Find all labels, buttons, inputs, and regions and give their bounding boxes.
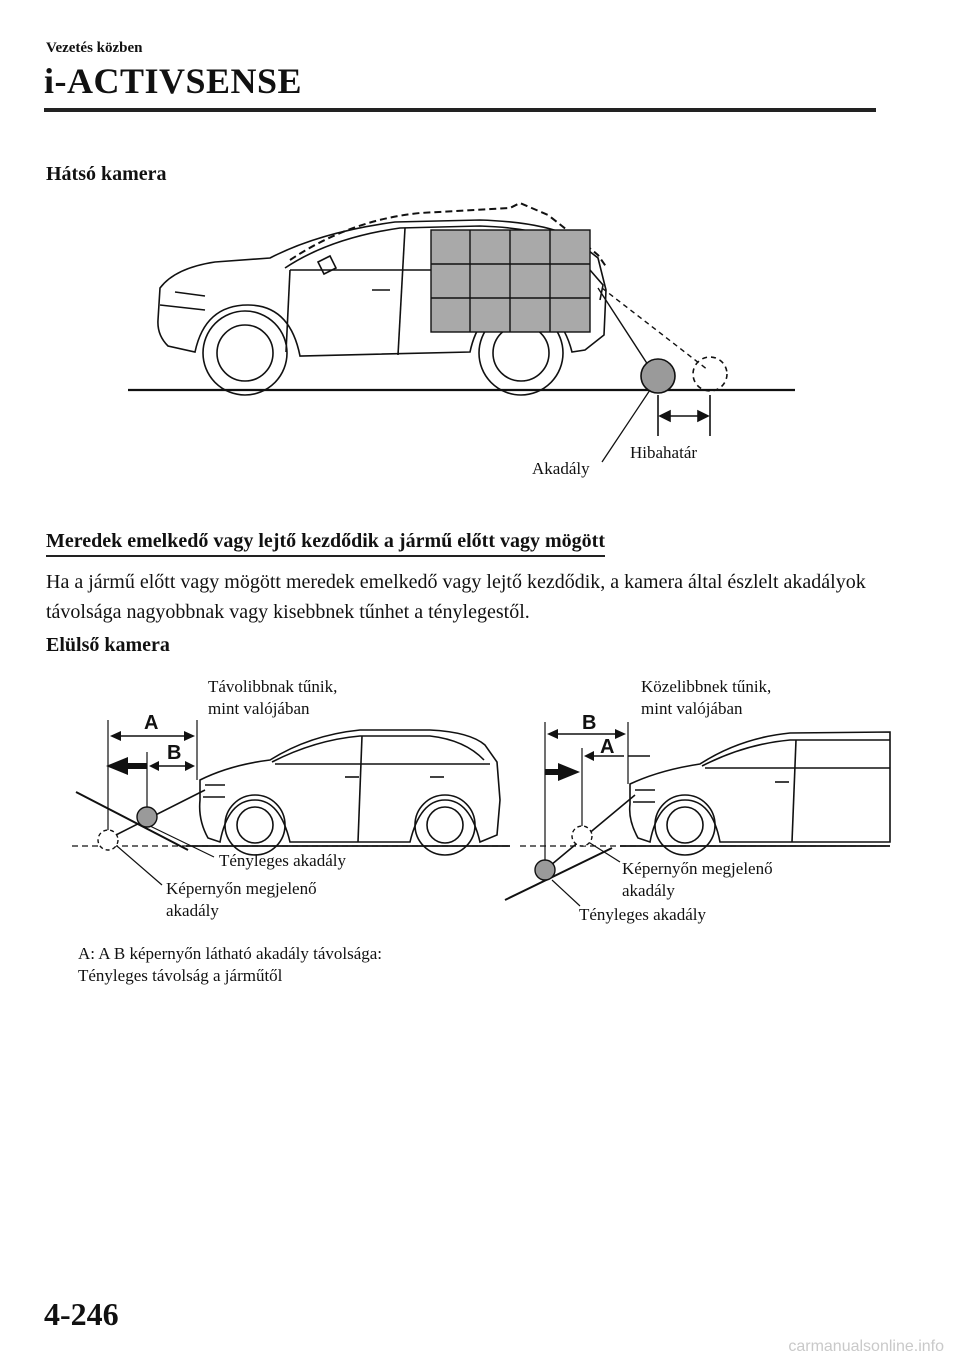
front-camera-diagram — [0, 0, 960, 1000]
right-onscreen-line2: akadály — [622, 880, 675, 902]
right-actual-obstacle: Tényleges akadály — [579, 904, 706, 926]
left-letter-a: A — [144, 712, 158, 735]
right-onscreen-line1: Képernyőn megjelenő — [622, 858, 773, 880]
left-appears-line2: mint valójában — [208, 698, 310, 720]
right-appears-line2: mint valójában — [641, 698, 743, 720]
left-actual-obstacle: Tényleges akadály — [219, 850, 346, 872]
left-onscreen-line1: Képernyőn megjelenő — [166, 878, 317, 900]
actual-obstacle-right — [535, 860, 555, 880]
legend-line2: Tényleges távolság a járműtől — [78, 965, 282, 987]
right-letter-b: B — [582, 712, 596, 735]
right-letter-a: A — [600, 736, 614, 759]
apparent-obstacle-right — [572, 826, 592, 846]
page-number: 4-246 — [44, 1296, 119, 1333]
left-onscreen-line2: akadály — [166, 900, 219, 922]
apparent-obstacle-left — [98, 830, 118, 850]
watermark: carmanualsonline.info — [788, 1338, 944, 1356]
left-appears-line1: Távolibbnak tűnik, — [208, 676, 337, 698]
left-letter-b: B — [167, 742, 181, 765]
right-appears-line1: Közelibbnek tűnik, — [641, 676, 771, 698]
legend-line1: A: A B képernyőn látható akadály távolsá… — [78, 943, 382, 965]
actual-obstacle-left — [137, 807, 157, 827]
